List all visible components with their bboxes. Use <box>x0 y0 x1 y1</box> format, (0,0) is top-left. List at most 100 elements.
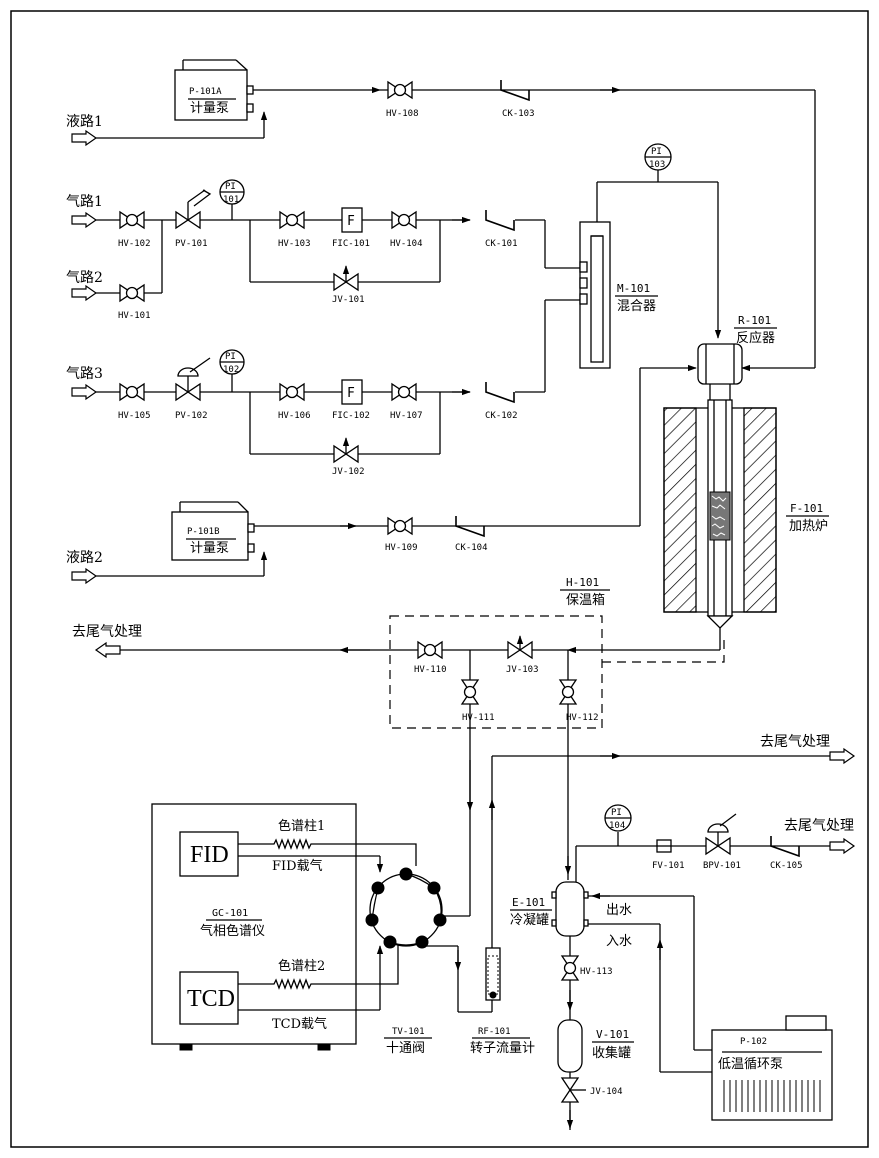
hv106-valve-icon <box>280 384 304 400</box>
hv103-label: HV-103 <box>278 239 311 249</box>
column2-label: 色谱柱2 <box>278 958 325 974</box>
mixer-m101: PI 103 M-101 混合器 <box>580 144 718 368</box>
gas3-label: 气路3 <box>66 366 103 382</box>
rf101-tag: RF-101 <box>478 1027 511 1037</box>
hv112-valve-icon <box>560 680 576 704</box>
hv107-valve-icon <box>392 384 416 400</box>
p101a-tag: P-101A <box>189 87 222 97</box>
pi101-pi: PI <box>225 182 236 192</box>
gas2-inlet-arrow-icon <box>72 286 96 300</box>
liquid-line-2: P-101B 计量泵 液路2 HV-109 CK-104 <box>66 368 696 583</box>
hv109-label: HV-109 <box>385 543 418 553</box>
v101-name: 收集罐 <box>592 1045 631 1061</box>
hv103-valve-icon <box>280 212 304 228</box>
p102-name: 低温循环泵 <box>718 1057 783 1072</box>
gas-line-2: 气路2 HV-101 <box>66 220 162 321</box>
tail3-label: 去尾气处理 <box>784 818 854 834</box>
chiller-p102: P-102 低温循环泵 <box>712 1016 832 1120</box>
p101a-name: 计量泵 <box>190 101 229 116</box>
fic102-label: FIC-102 <box>332 411 370 421</box>
gas2-label: 气路2 <box>66 270 103 286</box>
p101b-name: 计量泵 <box>190 541 229 556</box>
ten-port-valve-tv101: TV-101 十通阀 <box>366 760 492 1056</box>
hv105-label: HV-105 <box>118 411 151 421</box>
pv101-label: PV-101 <box>175 239 208 249</box>
ck101-label: CK-101 <box>485 239 518 249</box>
p102-tag: P-102 <box>740 1037 767 1047</box>
ck102-label: CK-102 <box>485 411 518 421</box>
pi103-pi: PI <box>651 147 662 157</box>
fic101-label: FIC-101 <box>332 239 370 249</box>
ck102-check-valve-icon <box>486 382 514 402</box>
hv112-label: HV-112 <box>566 713 599 723</box>
p101b-tag: P-101B <box>187 527 220 537</box>
liquid2-label: 液路2 <box>66 550 103 566</box>
hv110-valve-icon <box>418 642 442 658</box>
jv101-label: JV-101 <box>332 295 365 305</box>
hv110-label: HV-110 <box>414 665 447 675</box>
gas3-inlet-arrow-icon <box>72 385 96 399</box>
liquid2-inlet-arrow-icon <box>72 569 96 583</box>
e101-tag: E-101 <box>512 896 545 909</box>
furnace-f101: F-101 加热炉 <box>664 400 829 628</box>
hv101-label: HV-101 <box>118 311 151 321</box>
column1-label: 色谱柱1 <box>278 818 325 834</box>
r101-name: 反应器 <box>736 330 775 346</box>
tail1-label: 去尾气处理 <box>72 624 142 640</box>
gas-line-3: 气路3 HV-105 PV-102 PI 102 HV-106 F FIC-10… <box>66 300 580 477</box>
rf101-name: 转子流量计 <box>470 1041 535 1056</box>
v101-tag: V-101 <box>596 1028 629 1041</box>
rotameter-rf101: RF-101 转子流量计 <box>470 948 535 1056</box>
pi102-pi: PI <box>225 352 236 362</box>
jv103-label: JV-103 <box>506 665 539 675</box>
pi102-num: 102 <box>223 365 239 375</box>
hv102-valve-icon <box>120 212 144 228</box>
hv104-label: HV-104 <box>390 239 423 249</box>
water-out-label: 出水 <box>606 903 632 918</box>
e101-name: 冷凝罐 <box>510 912 549 928</box>
m101-tag: M-101 <box>617 282 650 295</box>
hv104-valve-icon <box>392 212 416 228</box>
gc101-name: 气相色谱仪 <box>200 923 265 939</box>
tv101-tag: TV-101 <box>392 1027 425 1037</box>
gas1-label: 气路1 <box>66 194 103 210</box>
hv101-valve-icon <box>120 285 144 301</box>
pi104-pi: PI <box>611 808 622 818</box>
pi103-num: 103 <box>649 160 665 170</box>
tcd-label: TCD <box>187 986 235 1012</box>
bpv101-label: BPV-101 <box>703 861 741 871</box>
tail2-label: 去尾气处理 <box>760 734 830 750</box>
reactor-r101: R-101 反应器 <box>698 314 777 408</box>
fid-label: FID <box>190 842 229 868</box>
hv108-valve-icon <box>388 82 412 98</box>
hv113-label: HV-113 <box>580 967 613 977</box>
fic101-f: F <box>347 214 355 229</box>
ck101-check-valve-icon <box>486 210 514 230</box>
h101-name: 保温箱 <box>566 592 605 608</box>
tail3-outlet-arrow-icon <box>830 839 854 853</box>
collector-v101: V-101 收集罐 JV-104 <box>558 1020 634 1130</box>
fv101-label: FV-101 <box>652 861 685 871</box>
fic102-f: F <box>347 386 355 401</box>
pi101-num: 101 <box>223 195 239 205</box>
jv104-label: JV-104 <box>590 1087 623 1097</box>
jv102-label: JV-102 <box>332 467 365 477</box>
r101-tag: R-101 <box>738 314 771 327</box>
f101-tag: F-101 <box>790 502 823 515</box>
hv113-valve-icon <box>562 956 578 980</box>
tail1-outlet-arrow-icon <box>96 643 120 657</box>
gas1-inlet-arrow-icon <box>72 213 96 227</box>
ck103-label: CK-103 <box>502 109 535 119</box>
hv108-label: HV-108 <box>386 109 419 119</box>
hv102-label: HV-102 <box>118 239 151 249</box>
pi104-num: 104 <box>609 821 625 831</box>
ck105-label: CK-105 <box>770 861 803 871</box>
tail2-outlet-arrow-icon <box>830 749 854 763</box>
water-in-label: 入水 <box>606 934 632 949</box>
pv102-label: PV-102 <box>175 411 208 421</box>
f101-name: 加热炉 <box>789 519 828 534</box>
hv111-label: HV-111 <box>462 713 495 723</box>
liquid1-inlet-arrow-icon <box>72 131 96 145</box>
hv105-valve-icon <box>120 384 144 400</box>
